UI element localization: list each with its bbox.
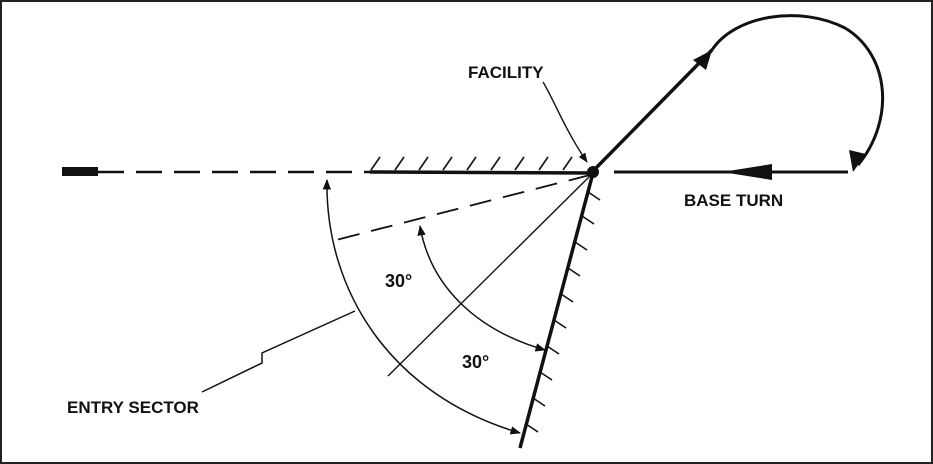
facility-pointer-arrow	[542, 81, 588, 163]
outbound-leg	[594, 48, 714, 170]
facility-label: FACILITY	[468, 63, 544, 82]
angle-label-lower: 30°	[462, 352, 489, 372]
entry-sector-label: ENTRY SECTOR	[67, 398, 199, 417]
base-turn-loop	[710, 14, 885, 166]
inbound-arrowhead	[722, 164, 772, 180]
boundary-hatching-upper	[370, 156, 573, 171]
inner-angle-arc	[417, 224, 547, 352]
entry-sector-arc	[322, 178, 522, 435]
facility-point	[587, 166, 599, 178]
sector-boundary-lower	[518, 172, 595, 449]
sector-boundary-upper	[369, 170, 595, 175]
base-turn-label: BASE TURN	[684, 191, 783, 210]
outbound-arrowhead	[693, 50, 712, 70]
entry-sector-leader	[201, 310, 356, 393]
angle-label-upper: 30°	[385, 271, 412, 291]
base-turn-arrowhead	[849, 150, 866, 172]
boundary-hatching-lower	[525, 191, 601, 433]
course-end-bar	[62, 167, 98, 176]
